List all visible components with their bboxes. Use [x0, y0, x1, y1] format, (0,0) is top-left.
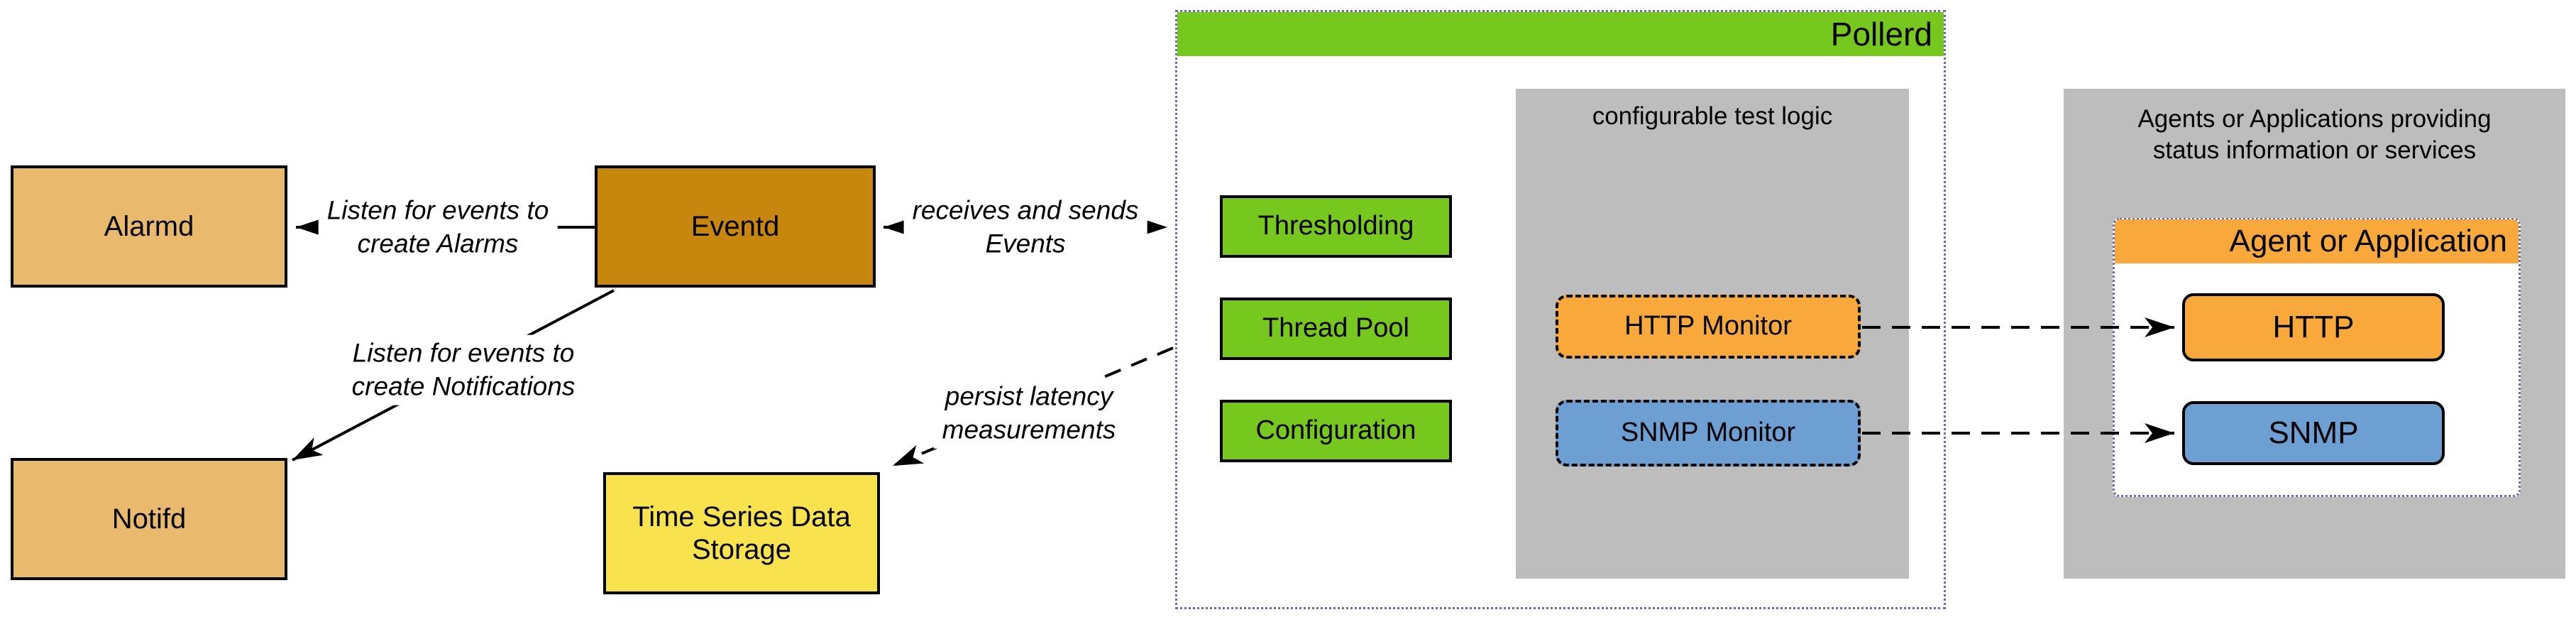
alarmd-node: Alarmd — [11, 165, 287, 288]
snmp-service-node: SNMP — [2182, 401, 2445, 465]
http-service-node: HTTP — [2182, 293, 2445, 361]
pollerd-title: Pollerd — [1830, 16, 1932, 53]
http-monitor-node: HTTP Monitor — [1556, 295, 1861, 359]
tsds-label: Time Series Data Storage — [632, 501, 851, 565]
notifd-label: Notifd — [111, 503, 187, 535]
configuration-label: Configuration — [1255, 415, 1416, 446]
agent-or-application-title: Agent or Application — [2229, 224, 2507, 258]
http-service-label: HTTP — [2272, 309, 2355, 344]
agent-or-application-header: Agent or Application — [2115, 219, 2519, 263]
persist-latency-measurements-label: persist latency measurements — [933, 378, 1125, 449]
thread-pool-module: Thread Pool — [1220, 298, 1452, 360]
configuration-module: Configuration — [1220, 400, 1452, 462]
thresholding-label: Thresholding — [1257, 211, 1414, 241]
eventd-label: Eventd — [690, 211, 780, 242]
time-series-data-storage-node: Time Series Data Storage — [603, 472, 880, 594]
pollerd-header: Pollerd — [1177, 12, 1944, 56]
notifd-node: Notifd — [11, 458, 287, 580]
snmp-service-label: SNMP — [2268, 415, 2359, 450]
snmp-monitor-node: SNMP Monitor — [1556, 400, 1861, 466]
eventd-node: Eventd — [595, 165, 876, 288]
thread-pool-label: Thread Pool — [1262, 313, 1409, 344]
configurable-test-logic-caption: configurable test logic — [1592, 102, 1833, 130]
receives-and-sends-events-label: receives and sends Events — [903, 192, 1147, 263]
alarmd-label: Alarmd — [104, 211, 194, 242]
agents-caption: Agents or Applications providing status … — [2137, 105, 2492, 164]
snmp-monitor-label: SNMP Monitor — [1620, 418, 1796, 448]
http-monitor-label: HTTP Monitor — [1624, 311, 1792, 342]
listen-create-alarms-label: Listen for events to create Alarms — [318, 192, 558, 263]
listen-create-notifications-label: Listen for events to create Notification… — [343, 334, 584, 405]
thresholding-module: Thresholding — [1220, 195, 1452, 258]
